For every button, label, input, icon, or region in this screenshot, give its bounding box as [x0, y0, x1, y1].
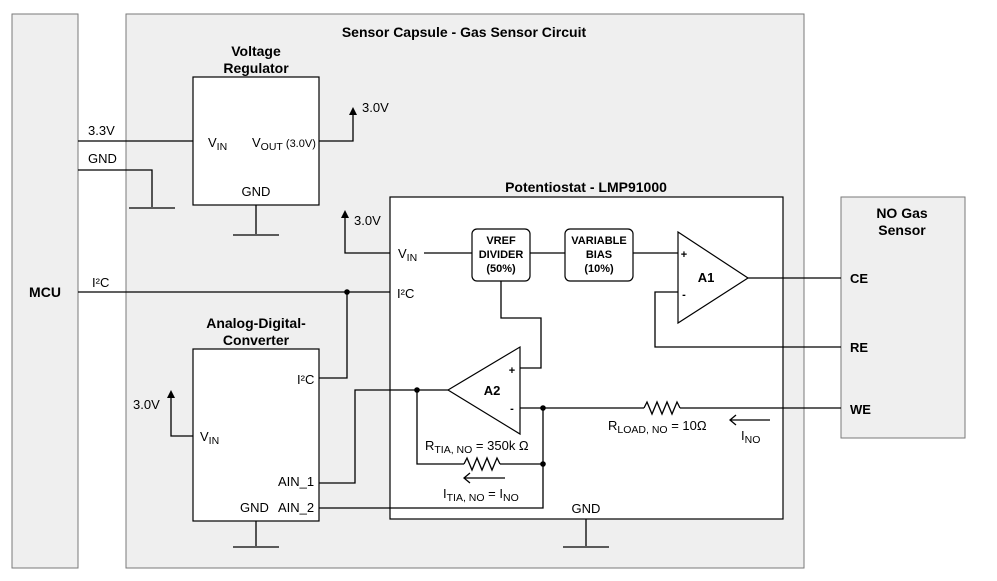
op-amp-a1	[677, 230, 750, 325]
wire-ain2	[319, 464, 544, 509]
sensor-ce-label: CE	[850, 271, 868, 286]
junction-a2-minus	[540, 405, 546, 411]
op-amp-a2	[446, 345, 521, 436]
rail-arrow-adc	[167, 390, 175, 398]
wire-adc-vin	[170, 397, 193, 437]
gas-sensor-box	[840, 196, 966, 439]
voltage-regulator-box	[192, 76, 320, 206]
gas-sensor-title-line1: NO Gas	[876, 205, 928, 221]
vref-label-line3: (50%)	[486, 263, 516, 275]
adc-vin-label: VIN	[200, 429, 219, 447]
wire-mcu-gnd	[78, 169, 153, 207]
rail-arrow-regulator	[349, 107, 357, 115]
mcu-3v3-label: 3.3V	[88, 123, 115, 138]
vref-label-line1: VREF	[486, 235, 516, 247]
wire-a2-out-ain1	[319, 389, 448, 484]
adc-rail-label: 3.0V	[133, 397, 160, 412]
wire-potentiostat-vin	[344, 217, 390, 254]
mcu-i2c-label: I²C	[92, 275, 109, 290]
sensor-re-label: RE	[850, 340, 868, 355]
potentiostat-i2c-label: I²C	[397, 286, 414, 301]
a2-minus-label: -	[510, 403, 514, 415]
bias-label-line2: BIAS	[586, 249, 612, 261]
a2-plus-label: +	[509, 365, 515, 377]
adc-ain1-label: AIN_1	[278, 474, 314, 489]
gas-sensor-title-line2: Sensor	[878, 222, 926, 238]
capsule-title: Sensor Capsule - Gas Sensor Circuit	[342, 24, 587, 40]
wire-rtia-left	[416, 390, 464, 465]
adc-gnd-label: GND	[240, 500, 269, 515]
a2-label: A2	[484, 383, 501, 398]
regulator-vin-label: VIN	[208, 135, 227, 153]
regulator-vout-label: VOUT (3.0V)	[252, 135, 316, 153]
rload-label: RLOAD, NO = 10Ω	[608, 418, 707, 436]
ino-arrowhead	[728, 414, 737, 426]
a1-label: A1	[698, 270, 715, 285]
itia-label: ITIA, NO = INO	[443, 486, 519, 504]
regulator-rail-label: 3.0V	[362, 100, 389, 115]
potentiostat-rail-label: 3.0V	[354, 213, 381, 228]
resistor-rload	[643, 400, 681, 416]
mcu-gnd-label: GND	[88, 151, 117, 166]
adc-i2c-label: I²C	[297, 372, 314, 387]
adc-box	[192, 348, 320, 522]
rail-arrow-potentiostat	[341, 210, 349, 218]
adc-ain2-label: AIN_2	[278, 500, 314, 515]
bias-label-line1: VARIABLE	[571, 235, 626, 247]
sensor-we-label: WE	[850, 402, 871, 417]
regulator-title-line2: Regulator	[223, 60, 289, 76]
itia-arrowhead	[462, 472, 471, 484]
bias-label-line3: (10%)	[584, 263, 614, 275]
resistor-rtia	[463, 456, 501, 472]
mcu-title: MCU	[29, 284, 61, 300]
potentiostat-vin-label: VIN	[398, 246, 417, 264]
potentiostat-gnd-label: GND	[572, 501, 601, 516]
wire-i2c-adc	[319, 292, 348, 379]
adc-title-line2: Converter	[223, 332, 290, 348]
regulator-gnd-label: GND	[242, 184, 271, 199]
adc-title-line1: Analog-Digital-	[206, 315, 306, 331]
junction-i2c	[344, 289, 350, 295]
potentiostat-title: Potentiostat - LMP91000	[505, 179, 667, 195]
variable-bias-block	[564, 228, 634, 282]
rtia-label: RTIA, NO = 350k Ω	[425, 438, 529, 456]
mcu-box	[11, 13, 79, 569]
vref-label-line2: DIVIDER	[479, 249, 524, 261]
wire-vref-a2	[500, 281, 542, 369]
wire-re	[654, 291, 841, 348]
regulator-title-line1: Voltage	[231, 43, 281, 59]
a1-plus-label: +	[681, 249, 687, 261]
wire-regulator-vout	[319, 112, 354, 142]
ino-label: INO	[741, 428, 760, 446]
a1-minus-label: -	[682, 289, 686, 301]
